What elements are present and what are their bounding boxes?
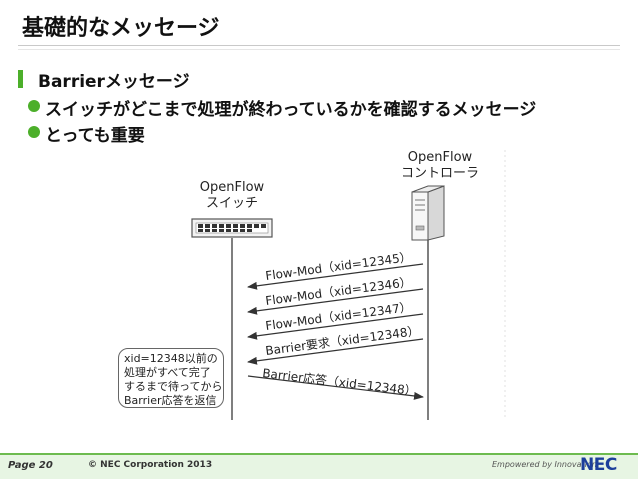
sequence-diagram: Flow-Mod（xid=12345） Flow-Mod（xid=12346） …	[191, 150, 506, 420]
note-line: 処理がすべて完了	[124, 366, 211, 379]
heading-accent-bar	[18, 70, 23, 88]
note-line: xid=12348以前の	[124, 352, 218, 365]
switch-label-line2: スイッチ	[205, 196, 258, 211]
footer-divider	[0, 453, 638, 455]
page-number: Page 20	[8, 460, 53, 471]
message-arrow	[247, 263, 424, 290]
copyright-text: © NEC Corporation 2013	[88, 460, 213, 470]
bullet-item: とっても重要	[28, 121, 145, 146]
title-divider-secondary	[18, 49, 620, 50]
switch-label: OpenFlow スイッチ	[192, 180, 272, 212]
bullet-item: スイッチがどこまで処理が終わっているかを確認するメッセージ	[28, 95, 537, 120]
note-line: Barrier応答を返信	[124, 394, 217, 407]
controller-server-icon	[411, 185, 445, 241]
controller-label-line1: OpenFlow	[407, 150, 473, 165]
switch-label-line1: OpenFlow	[199, 180, 265, 195]
message-arrow	[247, 288, 424, 315]
title-divider	[18, 45, 620, 46]
controller-label-line2: コントローラ	[400, 166, 479, 181]
bullet-dot-icon	[28, 100, 40, 112]
message-arrow	[247, 338, 424, 365]
bullet-dot-icon	[28, 126, 40, 138]
note-line: するまで待ってから	[124, 380, 223, 393]
message-label: Barrier応答（xid=12348）	[262, 365, 418, 398]
controller-label: OpenFlow コントローラ	[395, 150, 485, 182]
bullet-text: スイッチがどこまで処理が終わっているかを確認するメッセージ	[45, 100, 537, 120]
message-arrow	[247, 313, 424, 340]
bullet-text: とっても重要	[45, 126, 145, 146]
message-arrow	[247, 375, 424, 400]
note-box: xid=12348以前の 処理がすべて完了 するまで待ってから Barrier応…	[118, 348, 224, 408]
section-heading: Barrierメッセージ	[38, 72, 190, 92]
slide-title: 基礎的なメッセージ	[22, 16, 220, 41]
tagline-text: Empowered by Innovation	[492, 460, 597, 469]
footer-band	[0, 455, 638, 479]
nec-logo: NEC	[580, 455, 617, 475]
switch-device-icon	[191, 218, 273, 238]
